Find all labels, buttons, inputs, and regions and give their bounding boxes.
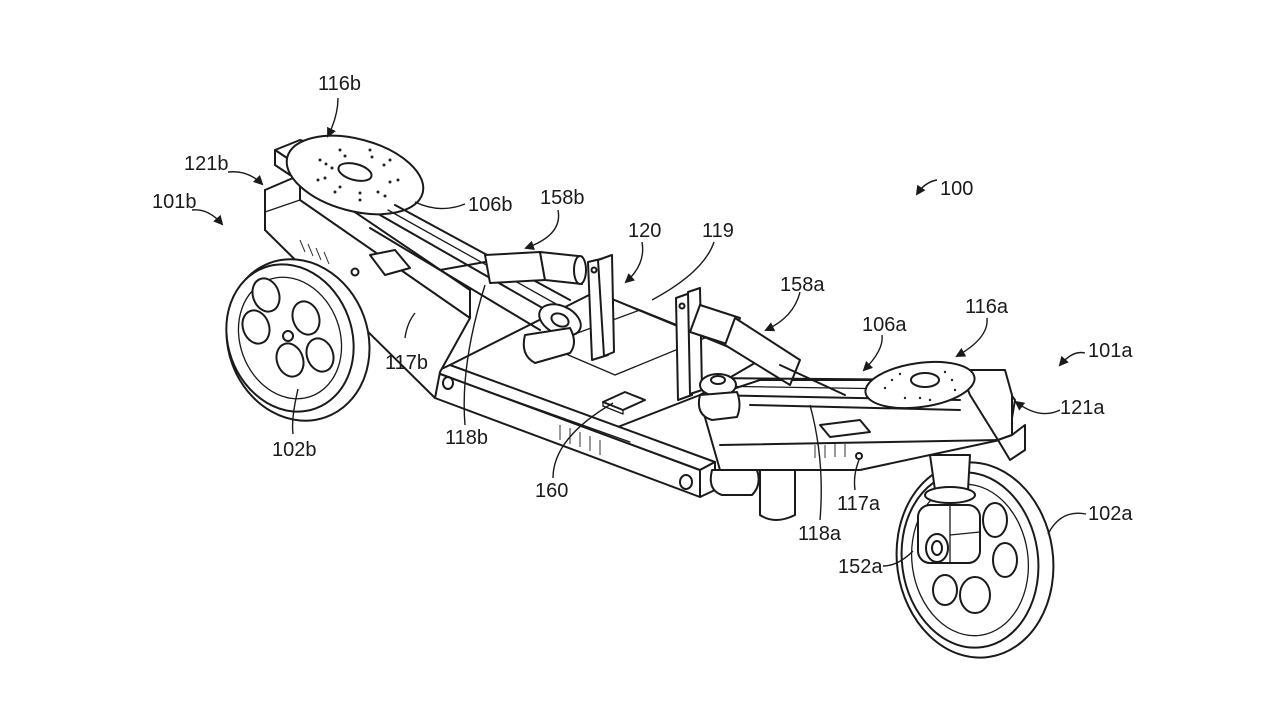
leader-117b (404, 312, 416, 339)
leader-100 (915, 179, 938, 196)
leader-106b (414, 201, 466, 210)
leader-106a (862, 334, 883, 372)
actuator-158b (439, 251, 615, 361)
leader-158b (524, 209, 560, 251)
leader-101b (191, 209, 224, 226)
disc-116b (274, 134, 425, 216)
label-100: 100 (940, 178, 973, 200)
leader-lines (191, 97, 1087, 567)
beam-hole-left (442, 376, 454, 390)
leader-120 (624, 241, 644, 284)
actuator-158a (689, 304, 846, 396)
leader-158a (764, 291, 801, 332)
label-118a: 118a (798, 523, 842, 545)
label-102a: 102a (1088, 503, 1133, 525)
label-117a: 117a (837, 493, 881, 515)
leader-117a (853, 459, 860, 491)
leader-160 (552, 402, 614, 479)
label-158a: 158a (780, 274, 825, 296)
wheel-102a (895, 454, 1055, 659)
leader-101a (1058, 351, 1086, 367)
leader-102a (1047, 512, 1087, 535)
motor-housing-a (697, 391, 741, 421)
wheel-102b (225, 258, 371, 422)
label-158b: 158b (540, 187, 585, 209)
label-117b: 117b (385, 352, 428, 374)
leader-102b (291, 388, 299, 435)
right-arm-117a (699, 369, 1026, 521)
label-121b: 121b (184, 153, 229, 175)
label-102b: 102b (272, 439, 317, 461)
label-116a: 116a (965, 296, 1009, 318)
belt-106b (369, 204, 582, 364)
label-106b: 106b (468, 194, 513, 216)
leader-119 (651, 241, 715, 301)
arm-slot-b (369, 249, 411, 276)
motor-a (759, 469, 796, 521)
label-106a: 106a (862, 314, 907, 336)
label-152a: 152a (838, 556, 883, 578)
label-119: 119 (702, 220, 734, 242)
disc-perforations-a (883, 370, 957, 402)
disc-perforations-b (316, 148, 400, 202)
beam-hole-right (679, 474, 693, 490)
leader-118a (809, 404, 822, 521)
belt-106a (697, 373, 961, 421)
label-116b: 116b (318, 73, 361, 95)
bracket-a (675, 287, 703, 401)
motor-housing-b (522, 327, 575, 364)
label-120: 120 (628, 220, 661, 242)
leader-121b (227, 171, 264, 186)
sensor-160 (602, 391, 646, 411)
wheel-fork (929, 454, 971, 491)
label-121a: 121a (1060, 397, 1105, 419)
leader-116a (955, 317, 988, 357)
leader-118b (463, 284, 486, 426)
reference-labels: 116b 121b 101b 106b 158b 120 119 100 158… (152, 73, 1133, 578)
leader-152a (882, 550, 914, 567)
hub-152a (917, 504, 981, 564)
label-101b: 101b (152, 191, 197, 213)
label-118b: 118b (445, 427, 488, 449)
label-101a: 101a (1088, 340, 1133, 362)
disc-116a (864, 360, 976, 410)
label-160: 160 (535, 480, 568, 502)
leader-116b (327, 97, 339, 138)
leader-121a (1014, 400, 1061, 415)
